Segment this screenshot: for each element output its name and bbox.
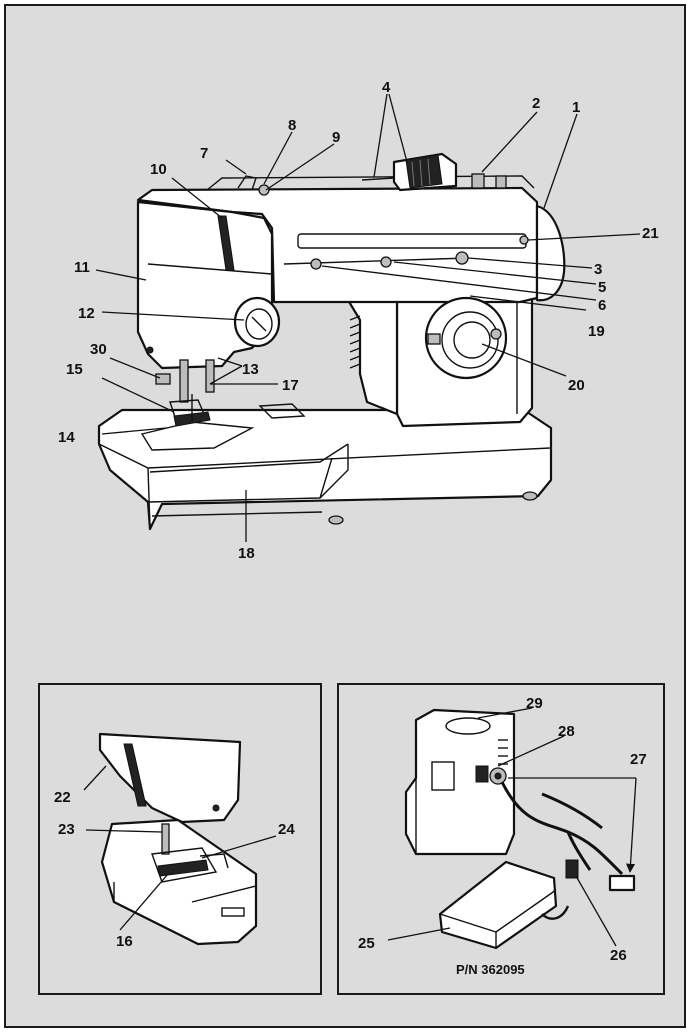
callout-19: 19 bbox=[588, 323, 605, 340]
thread-spool bbox=[361, 152, 458, 192]
callout-16: 16 bbox=[116, 933, 133, 950]
left-inset-labels: 22 23 24 16 bbox=[54, 789, 295, 950]
callout-29: 29 bbox=[526, 695, 543, 712]
callout-24: 24 bbox=[278, 821, 295, 838]
part-number-label: P/N 362095 bbox=[456, 962, 525, 977]
right-inset-labels: 29 28 27 26 25 P/N 362095 bbox=[358, 695, 647, 977]
callout-12: 12 bbox=[78, 305, 95, 322]
callout-1: 1 bbox=[572, 99, 580, 116]
left-inset-panel bbox=[38, 683, 322, 995]
right-inset-leaders bbox=[387, 707, 637, 947]
callout-18: 18 bbox=[238, 545, 255, 562]
callout-25: 25 bbox=[358, 935, 375, 952]
callout-2: 2 bbox=[532, 95, 540, 112]
callout-15: 15 bbox=[66, 361, 83, 378]
vent-slots-side bbox=[498, 739, 508, 765]
callout-27: 27 bbox=[630, 751, 647, 768]
callout-3: 3 bbox=[594, 261, 602, 278]
callout-26: 26 bbox=[610, 947, 627, 964]
vent-slots bbox=[349, 315, 361, 369]
callout-11: 11 bbox=[74, 259, 90, 276]
tension-dial bbox=[233, 296, 281, 348]
main-callout-labels: 1 2 4 8 9 7 10 11 12 30 15 13 17 14 18 2… bbox=[58, 79, 659, 562]
manual-page: 1 2 4 8 9 7 10 11 12 30 15 13 17 14 18 2… bbox=[4, 4, 686, 1028]
right-inset-panel bbox=[337, 683, 665, 995]
callout-5: 5 bbox=[598, 279, 606, 296]
sewing-machine-parts-diagram: 1 2 4 8 9 7 10 11 12 30 15 13 17 14 18 2… bbox=[38, 79, 665, 995]
callout-4: 4 bbox=[382, 79, 391, 96]
callout-7: 7 bbox=[200, 145, 208, 162]
callout-22: 22 bbox=[54, 789, 71, 806]
left-inset-leaders bbox=[83, 765, 277, 931]
sewing-machine-illustration bbox=[97, 152, 566, 531]
pattern-selector-dial bbox=[424, 296, 508, 380]
callout-20: 20 bbox=[568, 377, 585, 394]
callout-21: 21 bbox=[642, 225, 659, 242]
callout-8: 8 bbox=[288, 117, 296, 134]
main-leader-lines bbox=[95, 93, 641, 542]
callout-28: 28 bbox=[558, 723, 575, 740]
callout-30: 30 bbox=[90, 341, 107, 358]
callout-9: 9 bbox=[332, 129, 340, 146]
callout-13: 13 bbox=[242, 361, 259, 378]
callout-10: 10 bbox=[150, 161, 167, 178]
callout-17: 17 bbox=[282, 377, 299, 394]
callout-6: 6 bbox=[598, 297, 606, 314]
callout-23: 23 bbox=[58, 821, 75, 838]
callout-14: 14 bbox=[58, 429, 75, 446]
